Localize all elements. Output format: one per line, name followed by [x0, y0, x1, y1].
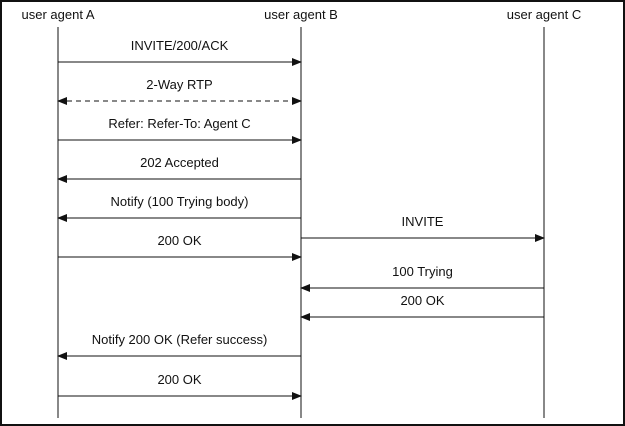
message-label: INVITE: [402, 214, 444, 229]
message-label: Notify 200 OK (Refer success): [92, 332, 268, 347]
message-group: INVITE/200/ACK 2-Way RTP Refer: Refer-To: …: [57, 38, 545, 400]
message-label: 200 OK: [157, 233, 201, 248]
message-label: INVITE/200/ACK: [131, 38, 229, 53]
agent-header-b: user agent B: [264, 7, 338, 22]
message-label: 202 Accepted: [140, 155, 219, 170]
message-label: 200 OK: [400, 293, 444, 308]
message-label: Refer: Refer-To: Agent C: [108, 116, 250, 131]
message-label: 100 Trying: [392, 264, 453, 279]
agent-header-c: user agent C: [507, 7, 581, 22]
agent-header-a: user agent A: [22, 7, 95, 22]
message-label: 200 OK: [157, 372, 201, 387]
message-label: Notify (100 Trying body): [110, 194, 248, 209]
message-label: 2-Way RTP: [146, 77, 212, 92]
